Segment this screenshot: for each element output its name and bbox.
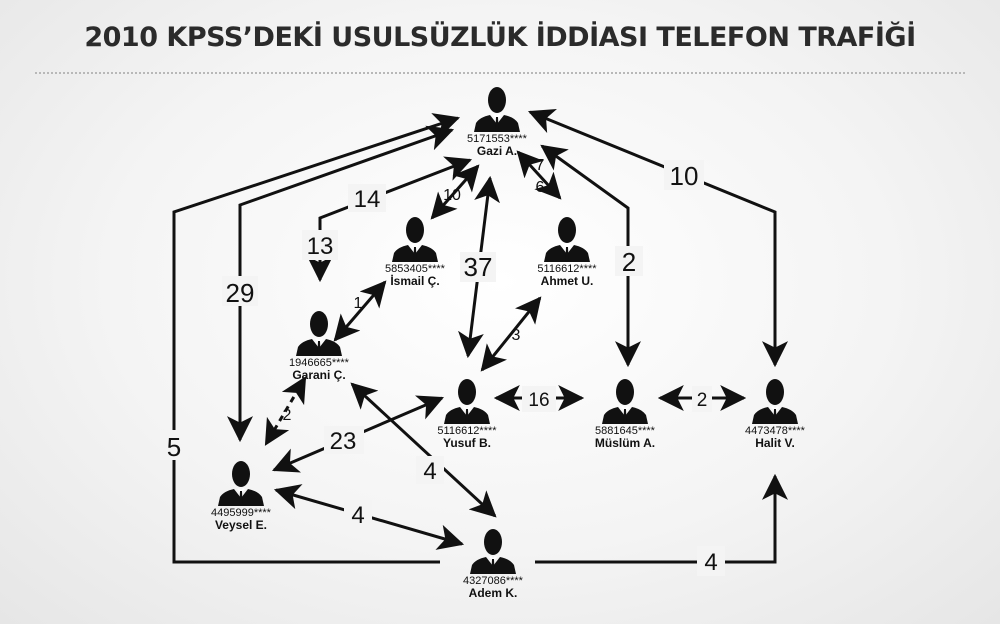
edge-garani-ismail (333, 280, 387, 342)
node-ismail: 5853405**** İsmail Ç. (360, 216, 470, 288)
edge-label-muslum-halit: 2 (697, 390, 708, 411)
phone-number: 5171553**** (467, 133, 527, 145)
edge-label-garani-gazi: 14 (354, 186, 381, 213)
edge-ismail-gazi (430, 164, 480, 220)
edge-label-veysel-adem: 4 (351, 502, 364, 529)
edge-label-gazi-ahmet: 6 (536, 179, 545, 196)
person-silhouette-icon (544, 217, 590, 262)
person-name: Halit V. (755, 436, 795, 450)
phone-number: 1946665**** (289, 357, 349, 369)
person-name: Adem K. (468, 586, 518, 600)
edge-halit-gazi (527, 108, 788, 368)
person-name: Veysel E. (214, 518, 268, 532)
edge-adem-halit (535, 473, 788, 564)
person-name: Ahmet U. (540, 274, 594, 288)
person-silhouette-icon (296, 311, 342, 356)
person-name: Gazi A. (476, 144, 518, 158)
person-name: İsmail Ç. (390, 274, 440, 288)
person-name: Müslüm A. (594, 436, 656, 450)
edge-label-garani-ismail: 1 (354, 295, 363, 312)
edge-label-yusuf-ahmet: 3 (512, 327, 521, 344)
node-veysel: 4495999**** Veysel E. (186, 460, 296, 532)
person-silhouette-icon (218, 461, 264, 506)
phone-number: 4327086**** (463, 575, 523, 587)
node-adem: 4327086**** Adem K. (438, 528, 548, 600)
edge-label-garani-veysel: 2 (283, 407, 292, 424)
edge-label-ahmet-gazi: 7 (536, 157, 545, 174)
edge-label-veysel-gazi: 29 (226, 278, 255, 308)
title-divider (35, 72, 965, 74)
edge-label-ismail-gazi: 10 (443, 187, 461, 204)
person-silhouette-icon (392, 217, 438, 262)
node-yusuf: 5116612**** Yusuf B. (412, 378, 522, 450)
diagram-title: 2010 KPSS’DEKİ USULSÜZLÜK İDDİASI TELEFO… (84, 22, 916, 53)
edge-label-gazi-garani: 13 (307, 233, 334, 260)
edge-label-yusuf-veysel: 23 (330, 428, 357, 455)
edge-label-yusuf-gazi: 37 (464, 252, 493, 282)
edge-label-adem-halit: 4 (704, 549, 717, 576)
node-garani: 1946665**** Garani Ç. (264, 310, 374, 382)
node-muslum: 5881645**** Müslüm A. (570, 378, 680, 450)
person-silhouette-icon (474, 87, 520, 132)
phone-number: 5853405**** (385, 263, 445, 275)
person-silhouette-icon (470, 529, 516, 574)
phone-number: 5116612**** (537, 263, 597, 275)
node-halit: 4473478**** Halit V. (720, 378, 830, 450)
edge-label-yusuf-muslum: 16 (528, 390, 549, 411)
person-name: Yusuf B. (442, 436, 491, 450)
person-silhouette-icon (602, 379, 648, 424)
edge-garani-adem (350, 382, 497, 518)
person-silhouette-icon (752, 379, 798, 424)
edge-label-adem-gazi: 5 (167, 432, 181, 462)
phone-number: 5116612**** (437, 425, 497, 437)
node-ahmet: 5116612**** Ahmet U. (512, 216, 622, 288)
person-name: Garani Ç. (292, 368, 346, 382)
phone-number: 4473478**** (745, 425, 805, 437)
node-gazi: 5171553**** Gazi A. (442, 86, 552, 158)
edge-yusuf-ahmet (480, 296, 542, 372)
phone-number: 5881645**** (595, 425, 655, 437)
phone-number: 4495999**** (211, 507, 271, 519)
person-silhouette-icon (444, 379, 490, 424)
edge-label-muslum-gazi: 2 (622, 247, 636, 277)
edge-label-halit-gazi: 10 (670, 161, 699, 191)
edge-label-garani-adem: 4 (423, 458, 436, 485)
edge-veysel-gazi (227, 125, 455, 443)
